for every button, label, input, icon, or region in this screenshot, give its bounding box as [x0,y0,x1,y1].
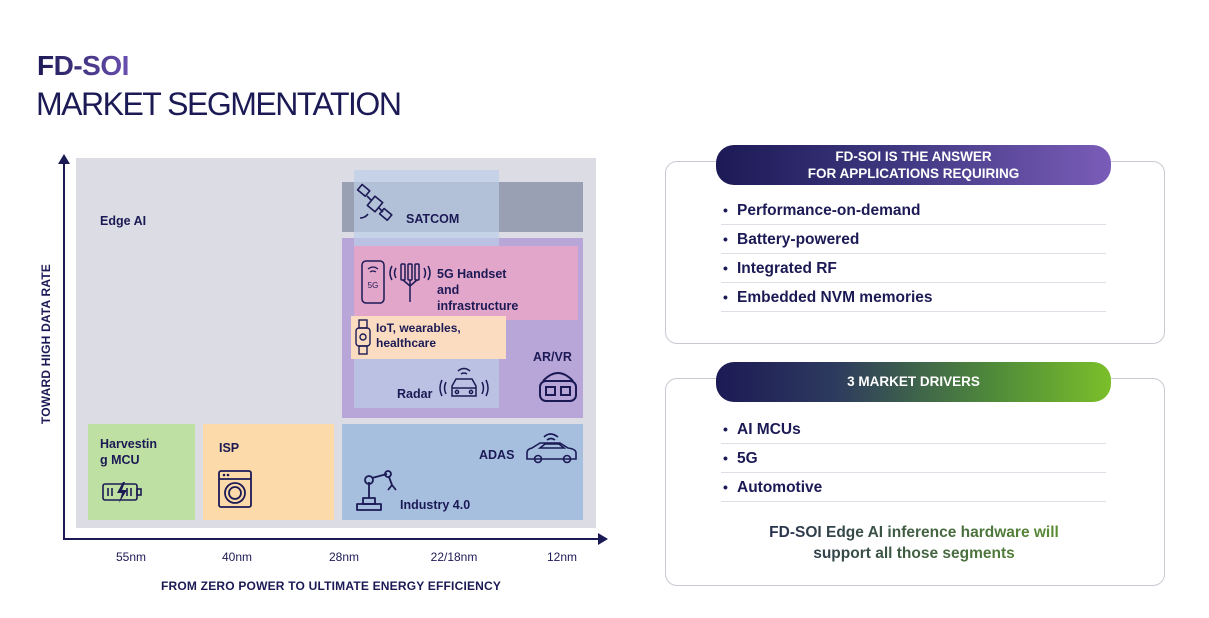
requirements-header: FD-SOI IS THE ANSWER FOR APPLICATIONS RE… [716,145,1111,185]
phone-5g-icon: 5G [361,260,385,304]
list-item: AI MCUs [721,416,1106,444]
list-item: 5G [721,445,1106,473]
title-fd-soi: FD-SOI [37,50,129,81]
vr-headset-icon [539,372,577,402]
list-item: Automotive [721,474,1106,502]
list-item: Battery-powered [721,226,1106,254]
radar-label: Radar [397,387,433,401]
list-item: Integrated RF [721,255,1106,283]
harvesting-mcu-region [88,424,195,520]
x-axis-arrow [598,533,608,545]
x-axis-label: FROM ZERO POWER TO ULTIMATE ENERGY EFFIC… [161,579,502,593]
tick-label: 28nm [328,550,360,564]
list-item: Embedded NVM memories [721,284,1106,312]
tick-label: 22/18nm [430,550,478,564]
tick-label: 40nm [221,550,253,564]
5g-handset-region [354,246,578,320]
y-axis-arrow [58,154,70,164]
iot-region [351,316,506,359]
y-axis-label: TOWARD HIGH DATA RATE [39,263,53,425]
robot-arm-icon [356,470,397,511]
satcom-label: SATCOM [406,212,460,226]
tick-label: 12nm [546,550,578,564]
list-item: Performance-on-demand [721,197,1106,225]
5g-handset-label: 5G Handset and infrastructure [437,267,519,313]
industry-label: Industry 4.0 [400,498,471,512]
y-axis [63,162,65,540]
iot-label: IoT, wearables, healthcare [376,321,461,350]
adas-car-icon [526,433,577,464]
market-drivers-list: AI MCUs 5G Automotive [721,416,1106,503]
requirements-list: Performance-on-demand Battery-powered In… [721,197,1106,313]
x-axis [63,538,601,540]
market-drivers-header: 3 MARKET DRIVERS [716,362,1111,402]
satellite-icon [356,183,393,222]
radar-car-icon [439,367,489,397]
battery-harvesting-icon [102,482,142,503]
smartwatch-icon [355,319,371,355]
title-market-segmentation: MARKET SEGMENTATION [36,86,402,122]
harvesting-mcu-label: Harvestin g MCU [100,437,157,467]
antenna-tower-icon [389,263,431,302]
phone-5g-text: 5G [368,281,379,290]
isp-label: ISP [219,441,240,455]
edge-ai-label: Edge AI [100,214,147,228]
adas-label: ADAS [479,448,515,462]
arvr-label: AR/VR [533,350,572,364]
washing-machine-icon [218,470,252,508]
conclusion-text: FD-SOI Edge AI inference hardware will s… [700,522,1128,564]
tick-label: 55nm [115,550,147,564]
isp-region [203,424,334,520]
adas-region [342,424,583,520]
